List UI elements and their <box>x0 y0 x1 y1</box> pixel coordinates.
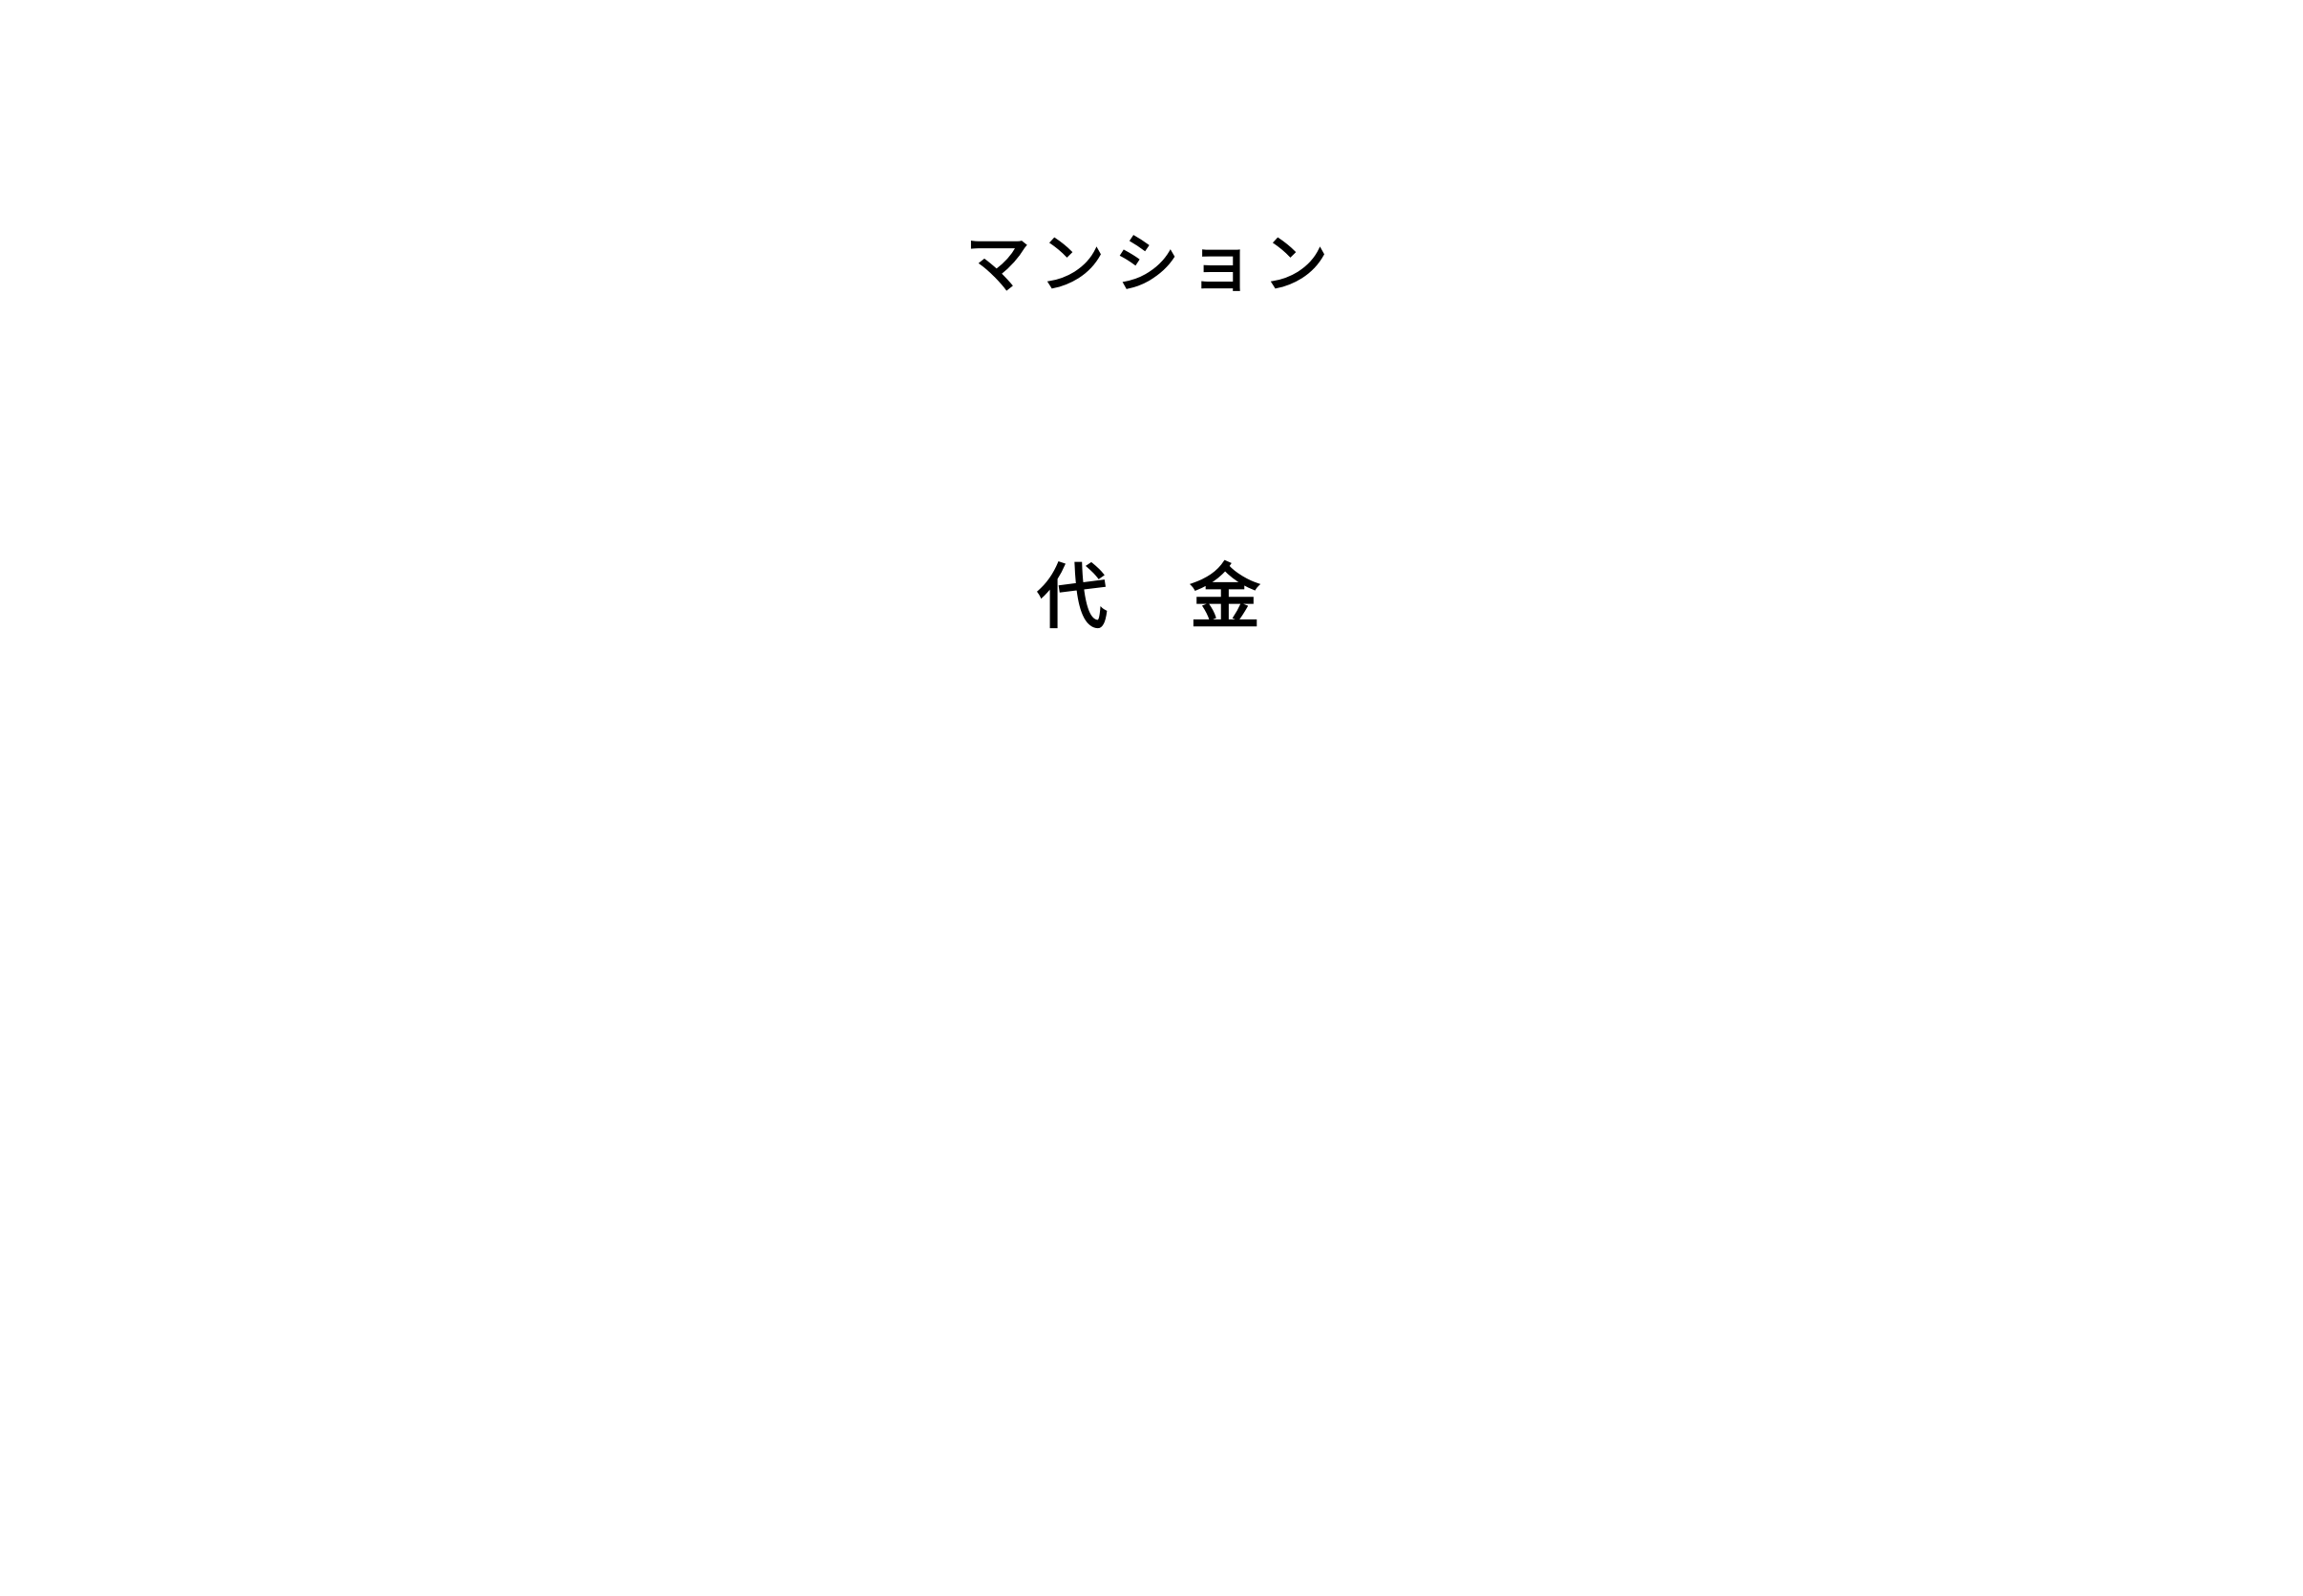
heading-mansion: マンション <box>964 227 1338 303</box>
heading-price: 代 金 <box>1037 556 1266 639</box>
